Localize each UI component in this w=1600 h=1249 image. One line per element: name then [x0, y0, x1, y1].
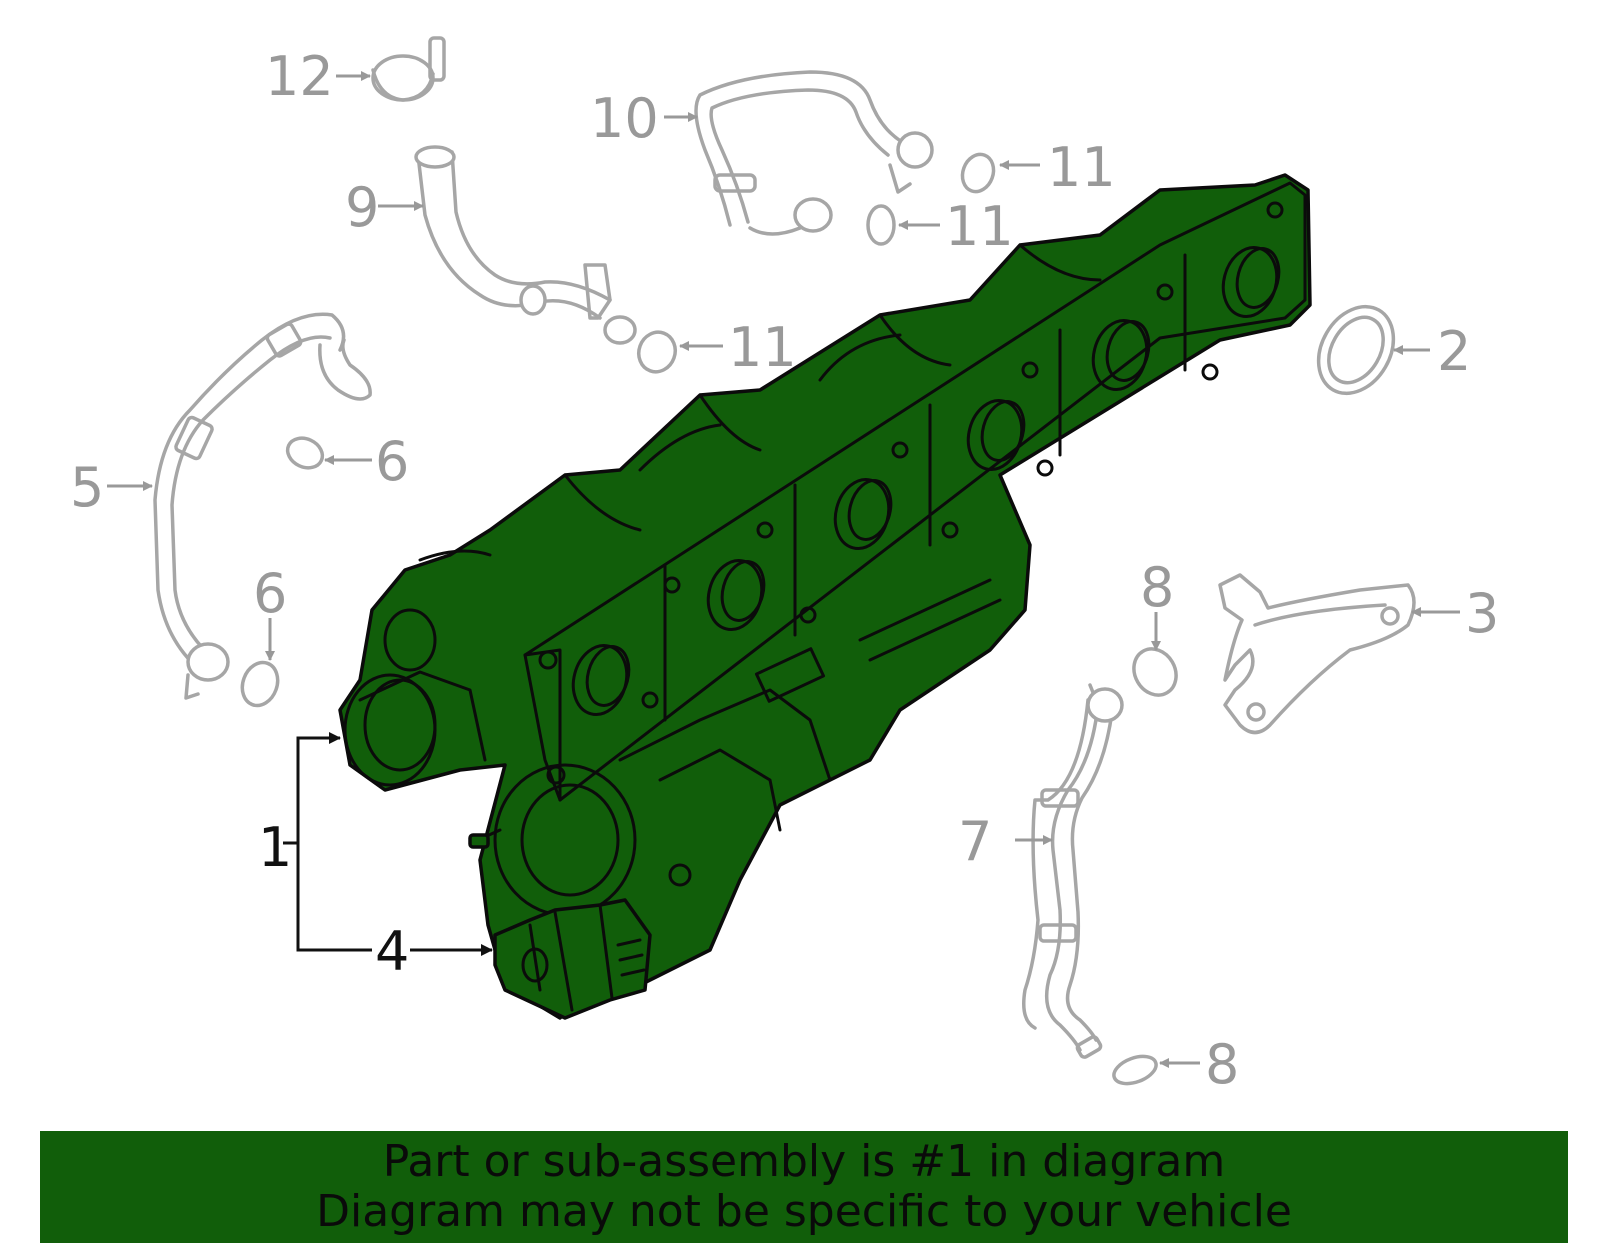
- callout-1: 1: [258, 816, 292, 879]
- info-banner: Part or sub-assembly is #1 in diagram Di…: [40, 1131, 1568, 1243]
- callout-10: 10: [590, 87, 659, 150]
- part-9-pipe: [414, 145, 637, 345]
- callout-6a: 6: [375, 430, 409, 493]
- banner-line-2: Diagram may not be specific to your vehi…: [316, 1186, 1292, 1237]
- callout-9: 9: [345, 176, 379, 239]
- callout-11b: 11: [945, 195, 1014, 258]
- part-8-orings: [1112, 647, 1178, 1086]
- callout-5: 5: [70, 456, 104, 519]
- callout-2: 2: [1437, 320, 1471, 383]
- part-1-turbo-manifold: [338, 173, 1312, 1020]
- callout-6b: 6: [253, 562, 287, 625]
- callout-8b: 8: [1205, 1033, 1239, 1096]
- callout-11a: 11: [1047, 136, 1116, 199]
- part-5-oil-line: [153, 312, 372, 700]
- part-2-gasket: [1316, 304, 1396, 396]
- part-11-orings: [637, 152, 996, 374]
- banner-line-1: Part or sub-assembly is #1 in diagram: [382, 1136, 1226, 1187]
- part-10-pipe: [694, 70, 934, 236]
- callout-12: 12: [265, 45, 334, 108]
- part-12-clamp: [371, 36, 446, 102]
- callout-4: 4: [375, 920, 409, 983]
- part-3-bracket: [1218, 573, 1416, 735]
- callout-8a: 8: [1140, 556, 1174, 619]
- part-6-orings: [240, 436, 325, 708]
- callout-7: 7: [958, 810, 992, 873]
- part-7-pipe: [1022, 683, 1124, 1059]
- callout-11c: 11: [728, 316, 797, 379]
- callout-3: 3: [1465, 582, 1499, 645]
